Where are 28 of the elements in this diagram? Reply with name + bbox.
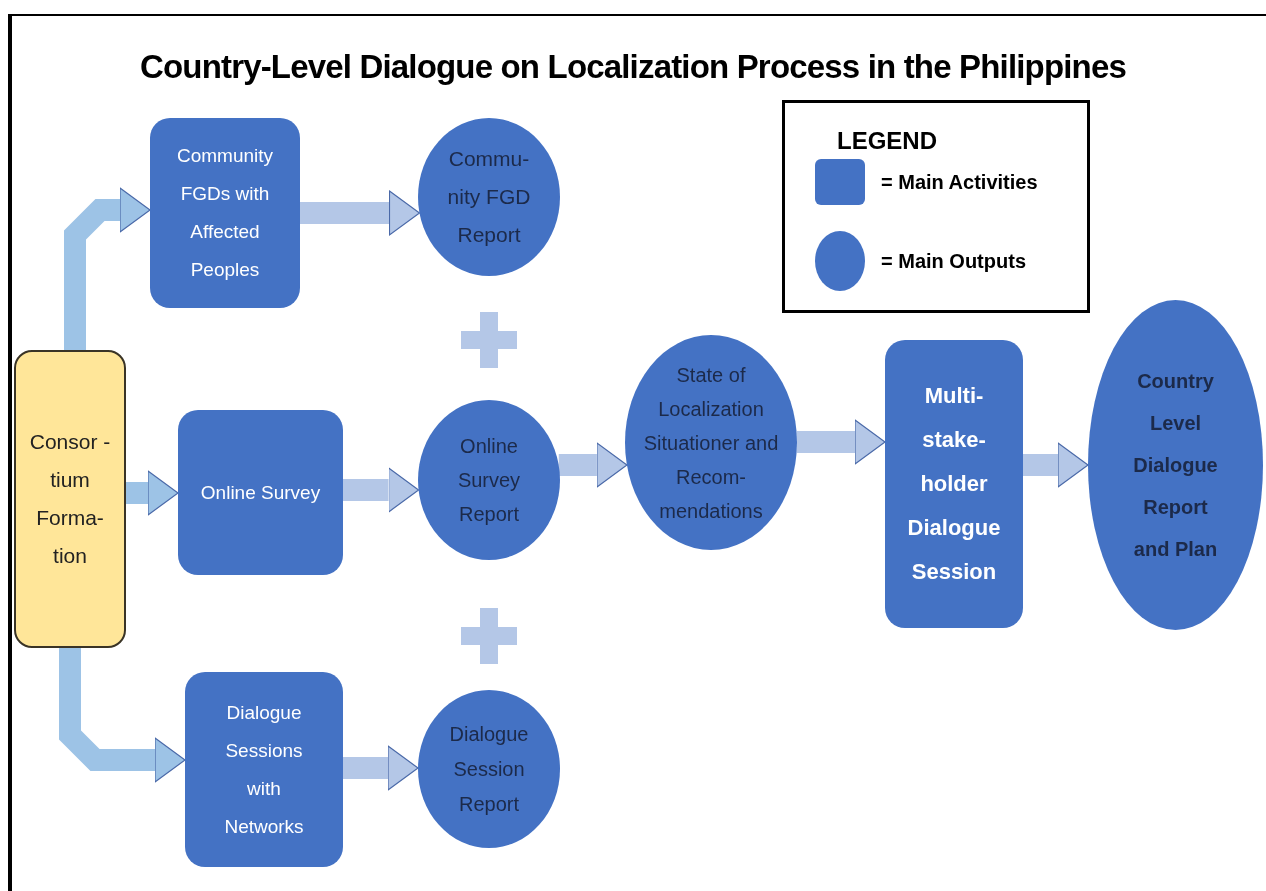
node-label: Country Level Dialogue Report and Plan bbox=[1132, 369, 1219, 562]
node-label: Commu- nity FGD Report bbox=[446, 146, 532, 248]
block-arrow bbox=[1023, 442, 1089, 488]
block-arrow bbox=[343, 467, 420, 513]
diagram-title: Country-Level Dialogue on Localization Process in the Philippines bbox=[138, 47, 1127, 87]
block-arrow bbox=[59, 648, 186, 783]
activity-box bbox=[178, 410, 343, 575]
activity-box bbox=[150, 118, 300, 308]
node-label: Consor -tium Forma- tion bbox=[28, 429, 112, 569]
block-arrow bbox=[558, 442, 628, 488]
block-arrow bbox=[64, 187, 151, 350]
block-arrow bbox=[126, 470, 179, 516]
node-label: State of Localization Situationer and Recom- mendations bbox=[642, 362, 780, 524]
block-arrow bbox=[300, 190, 421, 236]
node-label: Multi- stake- holder Dialogue Session bbox=[906, 382, 1002, 586]
node-label: Dialogue Session Report bbox=[448, 721, 530, 817]
activity-box bbox=[885, 340, 1023, 628]
node-label: Dialogue Sessions with Networks bbox=[223, 700, 305, 839]
block-arrow bbox=[797, 419, 886, 465]
node-label: Online Survey bbox=[199, 480, 322, 505]
node-label: Community FGDs with Affected Peoples bbox=[175, 144, 275, 282]
legend-title: LEGEND bbox=[837, 127, 937, 154]
block-arrow bbox=[343, 745, 419, 791]
legend-label: = Main Outputs bbox=[881, 249, 1026, 274]
start-box bbox=[14, 350, 126, 648]
legend-label: = Main Activities bbox=[881, 170, 1038, 195]
activity-box bbox=[185, 672, 343, 867]
node-label: Online Survey Report bbox=[456, 434, 522, 527]
